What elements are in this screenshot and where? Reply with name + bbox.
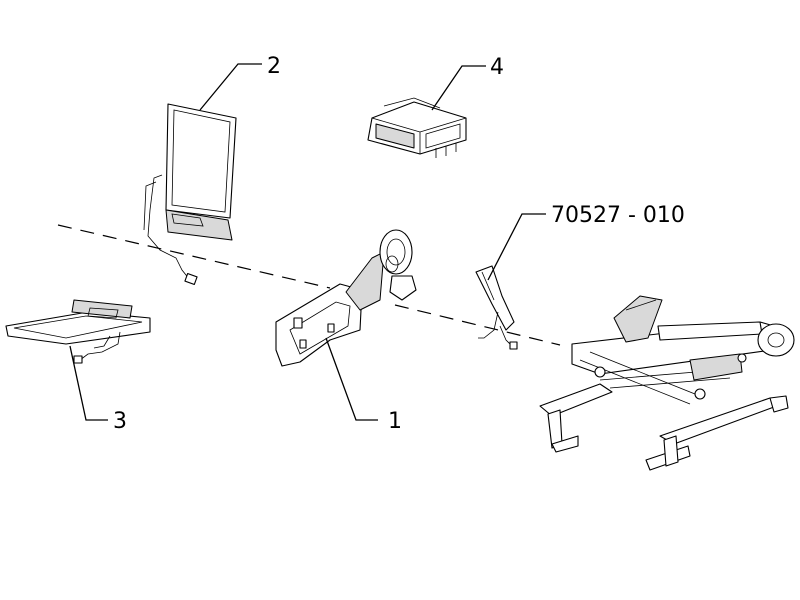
- callout-label-2: 2: [267, 54, 281, 79]
- heater-element-assembly: [475, 265, 518, 350]
- leader-lines: [69, 63, 546, 421]
- assembly-axis-line: [57, 224, 561, 346]
- part-4-control-module: [367, 97, 467, 158]
- diagram-code-label: 70527 - 010: [551, 203, 685, 228]
- part-3-seat-cushion-heater-pad: [5, 299, 151, 364]
- callout-label-3: 3: [113, 409, 127, 434]
- part-1-seat-side-shield: [275, 229, 417, 367]
- part-2-seat-back-heater-pad: [143, 103, 237, 286]
- seat-adjuster-frame: [539, 295, 795, 471]
- callout-label-4: 4: [490, 55, 504, 80]
- callout-label-1: 1: [388, 409, 402, 434]
